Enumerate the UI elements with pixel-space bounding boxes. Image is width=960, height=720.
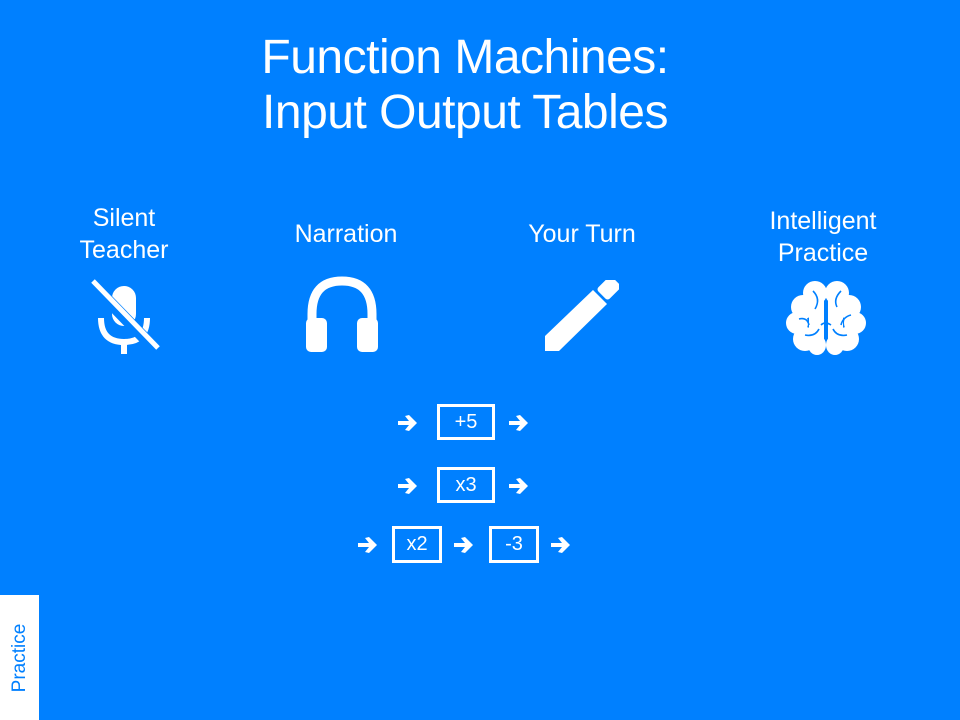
mode-intelligent-practice[interactable]: Intelligent Practice [748,205,898,269]
slide-title: Function Machines: Input Output Tables [0,30,930,140]
arrow-right-icon [509,478,528,494]
operation-label: x2 [406,533,428,555]
side-tab-label: Practice [8,623,30,692]
arrow-right-icon [551,537,570,553]
mode-label-line-2: Teacher [79,236,169,264]
mode-silent-teacher[interactable]: Silent Teacher [64,202,184,266]
operation-label: +5 [454,411,478,433]
mode-narration[interactable]: Narration [276,218,416,250]
operation-label: x3 [455,474,477,496]
operation-label: -3 [505,533,523,555]
headphones-icon[interactable] [304,276,380,354]
brain-icon[interactable] [785,279,867,357]
practice-side-tab[interactable]: Practice [0,595,39,720]
mode-label-line-1: Silent [92,204,156,232]
pencil-icon[interactable] [543,280,619,354]
microphone-off-icon[interactable] [86,278,162,354]
mode-label-line-2: Practice [777,239,869,267]
arrow-right-icon [398,478,417,494]
arrow-right-icon [454,537,473,553]
title-line-1: Function Machines: [261,31,669,84]
function-box: +5 [437,404,495,440]
mode-label-line-1: Your Turn [528,220,636,248]
mode-label-line-1: Narration [294,220,398,248]
arrow-right-icon [509,415,528,431]
function-box: -3 [489,526,539,563]
mode-your-turn[interactable]: Your Turn [512,218,652,250]
function-box: x2 [392,526,442,563]
arrow-right-icon [358,537,377,553]
function-box: x3 [437,467,495,503]
mode-label-line-1: Intelligent [769,207,877,235]
title-line-2: Input Output Tables [262,86,668,139]
arrow-right-icon [398,415,417,431]
